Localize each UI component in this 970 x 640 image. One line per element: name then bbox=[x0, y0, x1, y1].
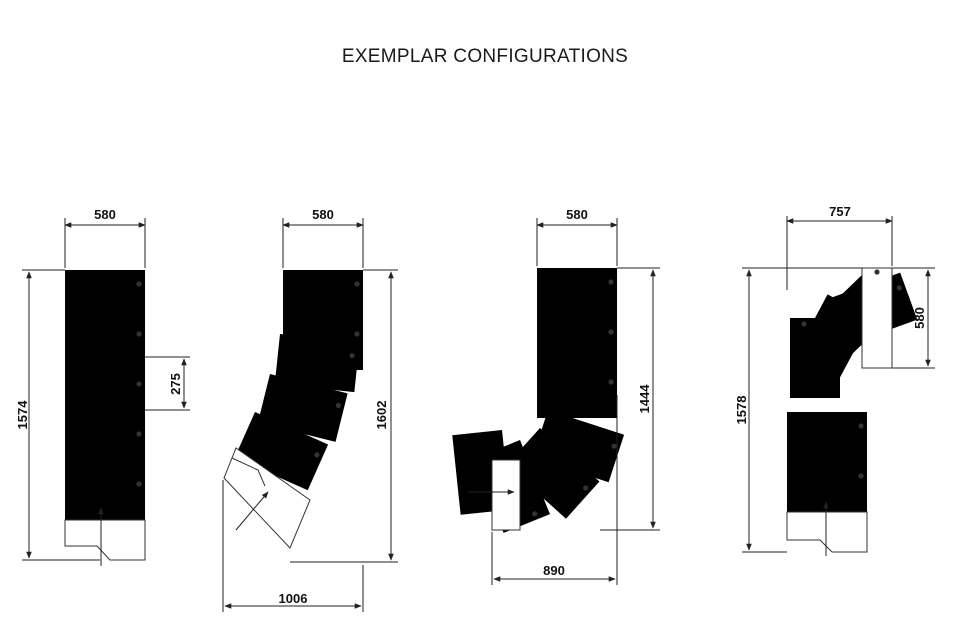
config-4-fan-array: 757 580 1578 bbox=[734, 204, 935, 556]
config-1-height-label: 1574 bbox=[15, 400, 30, 430]
config-4-height-label: 1578 bbox=[734, 396, 749, 425]
config-2-height-label: 1602 bbox=[374, 401, 389, 430]
config-4-depth-label: 580 bbox=[912, 307, 927, 329]
config-4-width-label: 757 bbox=[829, 204, 851, 219]
config-3-width-label: 580 bbox=[566, 207, 588, 222]
config-2-curved-array: 580 1602 1006 bbox=[222, 207, 398, 612]
config-3-j-array: 580 1444 890 bbox=[452, 207, 660, 585]
config-1-width-label: 580 bbox=[94, 207, 116, 222]
config-1-spacing-label: 275 bbox=[168, 373, 183, 395]
config-2-depth-label: 1006 bbox=[279, 591, 308, 606]
config-1-straight-array: 580 1574 275 bbox=[15, 207, 190, 566]
page-title: EXEMPLAR CONFIGURATIONS bbox=[341, 46, 629, 67]
config-3-height-label: 1444 bbox=[637, 384, 652, 414]
config-3-depth-label: 890 bbox=[543, 563, 565, 578]
config-2-width-label: 580 bbox=[312, 207, 334, 222]
